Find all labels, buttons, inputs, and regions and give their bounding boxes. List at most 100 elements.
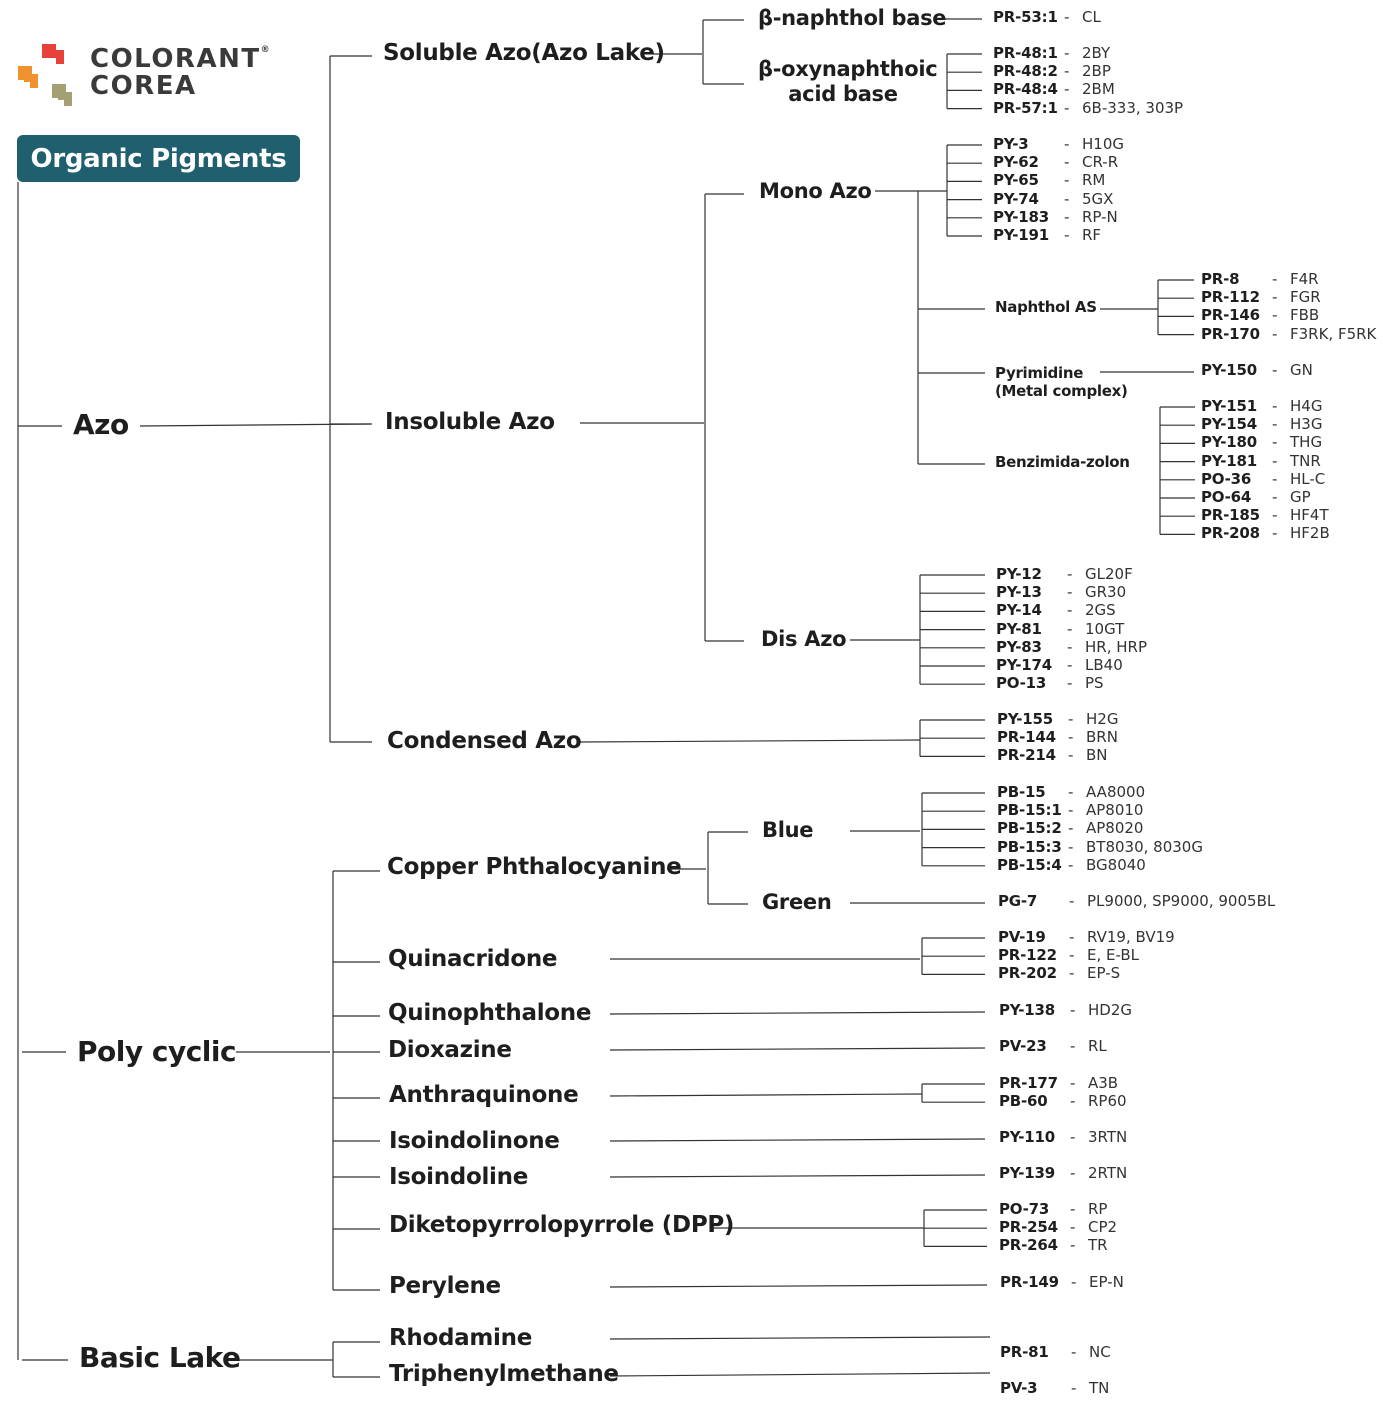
pigment-grade-pr-57-1: 6B-333, 303P: [1082, 98, 1184, 117]
pigment-code-pr-149: PR-149: [1000, 1273, 1059, 1291]
pigment-code-pr-202: PR-202: [998, 964, 1057, 983]
pigment-grade-py-183: RP-N: [1082, 207, 1118, 226]
pigment-separator: -: [1071, 1379, 1077, 1397]
pigment-separator: -: [1068, 837, 1074, 856]
pigment-separator: -: [1070, 1164, 1076, 1182]
pigment-grade-py-13: GR30: [1085, 583, 1127, 602]
pigment-grade-pv-3: TN: [1089, 1379, 1110, 1397]
logo-wordmark-line1: COLORANT: [90, 44, 261, 74]
pigment-grade-py-62: CR-R: [1082, 153, 1119, 172]
pigment-separator: -: [1068, 801, 1074, 820]
pigment-code-pr-122: PR-122: [998, 946, 1057, 965]
subclass-b-naphthol-base: β-naphthol base: [758, 6, 947, 30]
pigment-separator: -: [1272, 506, 1278, 525]
pigment-code-py-191: PY-191: [993, 226, 1049, 244]
pigment-code-py-174: PY-174: [996, 656, 1052, 674]
pigment-grade-pr-177: A3B: [1088, 1074, 1119, 1092]
pigment-code-pb-15-3: PB-15:3: [997, 837, 1062, 856]
subclass-dis-azo: Dis Azo: [761, 627, 847, 651]
pigment-separator: -: [1067, 637, 1073, 656]
pigment-code-pr-48-2: PR-48:2: [993, 62, 1058, 81]
connector-line-101: [609, 1174, 986, 1178]
class-quinacridone: Quinacridone: [388, 946, 558, 972]
connector-line-95: [609, 1047, 986, 1051]
pigment-grade-pr-146: FBB: [1290, 306, 1320, 325]
logo-wordmark: COLORANT® COREA: [90, 44, 270, 101]
pigment-code-pr-170: PR-170: [1201, 324, 1260, 343]
class-triphenylmethane: Triphenylmethane: [389, 1361, 619, 1387]
class-insoluble-azo: Insoluble Azo: [385, 409, 555, 435]
pigment-grade-py-155: H2G: [1086, 710, 1119, 728]
pigment-code-py-14: PY-14: [996, 601, 1042, 620]
connector-line-112: [609, 1336, 991, 1340]
pigment-code-pr-8: PR-8: [1201, 270, 1240, 288]
pigment-grade-py-191: RF: [1082, 226, 1102, 244]
pigment-separator: -: [1272, 469, 1278, 488]
pigment-grade-py-138: HD2G: [1088, 1001, 1132, 1019]
pigment-separator: -: [1064, 153, 1070, 172]
subclass-b-oxynaphthoic-line1: β-oxynaphthoic: [758, 57, 938, 81]
pigment-separator: -: [1272, 288, 1278, 307]
subclass-b-oxynaphthoic-line2: acid base: [788, 82, 898, 107]
pigment-separator: -: [1068, 783, 1074, 801]
pigment-code-pr-112: PR-112: [1201, 288, 1260, 307]
pigment-grade-pg-7: PL9000, SP9000, 9005BL: [1087, 892, 1276, 910]
pigment-grade-py-181: TNR: [1290, 451, 1321, 470]
pigment-separator: -: [1070, 1200, 1076, 1218]
class-anthraquinone: Anthraquinone: [389, 1082, 579, 1108]
pigment-grade-py-174: LB40: [1085, 656, 1123, 674]
pigment-code-py-180: PY-180: [1201, 433, 1257, 452]
pigment-separator: -: [1064, 189, 1070, 208]
pigment-separator: -: [1069, 928, 1075, 946]
subclass-pyrimidine-line2: (Metal complex): [995, 382, 1128, 400]
pigment-code-pr-53-1: PR-53:1: [993, 8, 1058, 26]
pigment-separator: -: [1067, 601, 1073, 620]
pigment-grade-po-36: HL-C: [1290, 469, 1326, 488]
subclass-pyrimidine: Pyrimidine (Metal complex): [995, 364, 1128, 400]
pigment-code-py-3: PY-3: [993, 135, 1029, 153]
pigment-separator: -: [1064, 135, 1070, 153]
pigment-grade-pr-144: BRN: [1086, 728, 1118, 747]
class-condensed-azo: Condensed Azo: [387, 728, 582, 754]
pigment-code-py-139: PY-139: [999, 1164, 1055, 1182]
subclass-green: Green: [762, 890, 832, 914]
pigment-separator: -: [1070, 1236, 1076, 1255]
pigment-separator: -: [1068, 710, 1074, 728]
class-copper-phthalocyanine: Copper Phthalocyanine: [387, 854, 682, 880]
pigment-separator: -: [1272, 524, 1278, 543]
category-azo: Azo: [73, 408, 129, 441]
pigment-separator: -: [1068, 819, 1074, 838]
pigment-separator: -: [1064, 171, 1070, 190]
pigment-code-pb-15-2: PB-15:2: [997, 819, 1062, 838]
pigment-separator: -: [1064, 44, 1070, 62]
pigment-separator: -: [1067, 583, 1073, 602]
pigment-separator: -: [1272, 488, 1278, 506]
subclass-blue: Blue: [762, 818, 814, 842]
pigment-grade-pr-170: F3RK, F5RK: [1290, 324, 1377, 343]
logo-mark-icon: [18, 44, 72, 106]
connector-line-113: [609, 1372, 991, 1377]
pigment-code-pr-264: PR-264: [999, 1236, 1058, 1255]
pigment-code-pb-15: PB-15: [997, 783, 1046, 801]
pigment-code-py-110: PY-110: [999, 1128, 1055, 1146]
pigment-grade-pb-15-4: BG8040: [1086, 855, 1146, 874]
pigment-code-py-81: PY-81: [996, 619, 1042, 638]
pigment-code-py-65: PY-65: [993, 171, 1039, 190]
pigment-code-py-151: PY-151: [1201, 397, 1257, 415]
pigment-separator: -: [1068, 728, 1074, 747]
pigment-code-pr-48-1: PR-48:1: [993, 44, 1058, 62]
pigment-grade-py-12: GL20F: [1085, 565, 1133, 583]
pigment-grade-pb-15-3: BT8030, 8030G: [1086, 837, 1203, 856]
pigment-grade-pr-122: E, E-BL: [1087, 946, 1140, 965]
pigment-separator: -: [1070, 1001, 1076, 1019]
logo-wordmark-line2: COREA: [90, 70, 197, 101]
pigment-separator: -: [1272, 361, 1278, 379]
pigment-code-py-150: PY-150: [1201, 361, 1257, 379]
connector-line-100: [609, 1138, 986, 1142]
pigment-separator: -: [1068, 746, 1074, 765]
connector-line-94: [609, 1011, 986, 1015]
pigment-separator: -: [1067, 565, 1073, 583]
pigment-separator: -: [1071, 1273, 1077, 1291]
colorant-corea-logo: COLORANT® COREA: [14, 40, 284, 118]
